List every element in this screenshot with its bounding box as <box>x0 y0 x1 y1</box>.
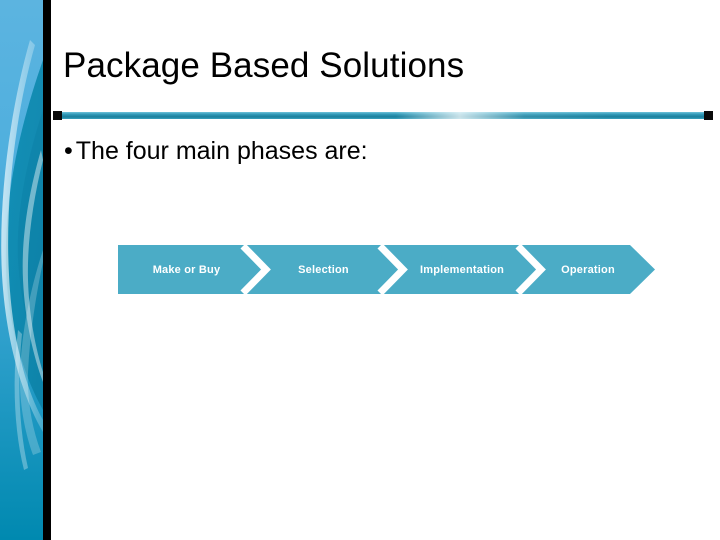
band-swoosh-light-3 <box>19 250 43 455</box>
band-swoosh-dark <box>5 60 43 410</box>
band-swoosh-dark-inner <box>17 110 43 372</box>
bullet-text: The four main phases are: <box>75 137 368 165</box>
chevron-separator-3 <box>515 245 546 294</box>
process-chevron-shapes <box>118 245 655 294</box>
band-swoosh-light-1 <box>1 40 43 432</box>
chevron-separator-2 <box>377 245 408 294</box>
band-swoosh-light-4 <box>14 330 28 470</box>
vertical-rule <box>43 0 51 540</box>
page-title: Package Based Solutions <box>63 46 465 85</box>
bullet-item: •The four main phases are: <box>64 134 368 168</box>
title-divider <box>53 111 713 120</box>
side-band-artwork <box>0 0 43 540</box>
decorative-side-band <box>0 0 43 540</box>
divider-cap-left <box>53 111 62 120</box>
process-chevron-diagram: Make or Buy Selection Implementation Ope… <box>118 245 655 294</box>
divider-bar <box>62 112 704 119</box>
chevron-separator-1 <box>240 245 271 294</box>
bullet-marker-icon: • <box>64 137 73 165</box>
divider-cap-right <box>704 111 713 120</box>
band-swoosh-light-2 <box>22 150 43 382</box>
